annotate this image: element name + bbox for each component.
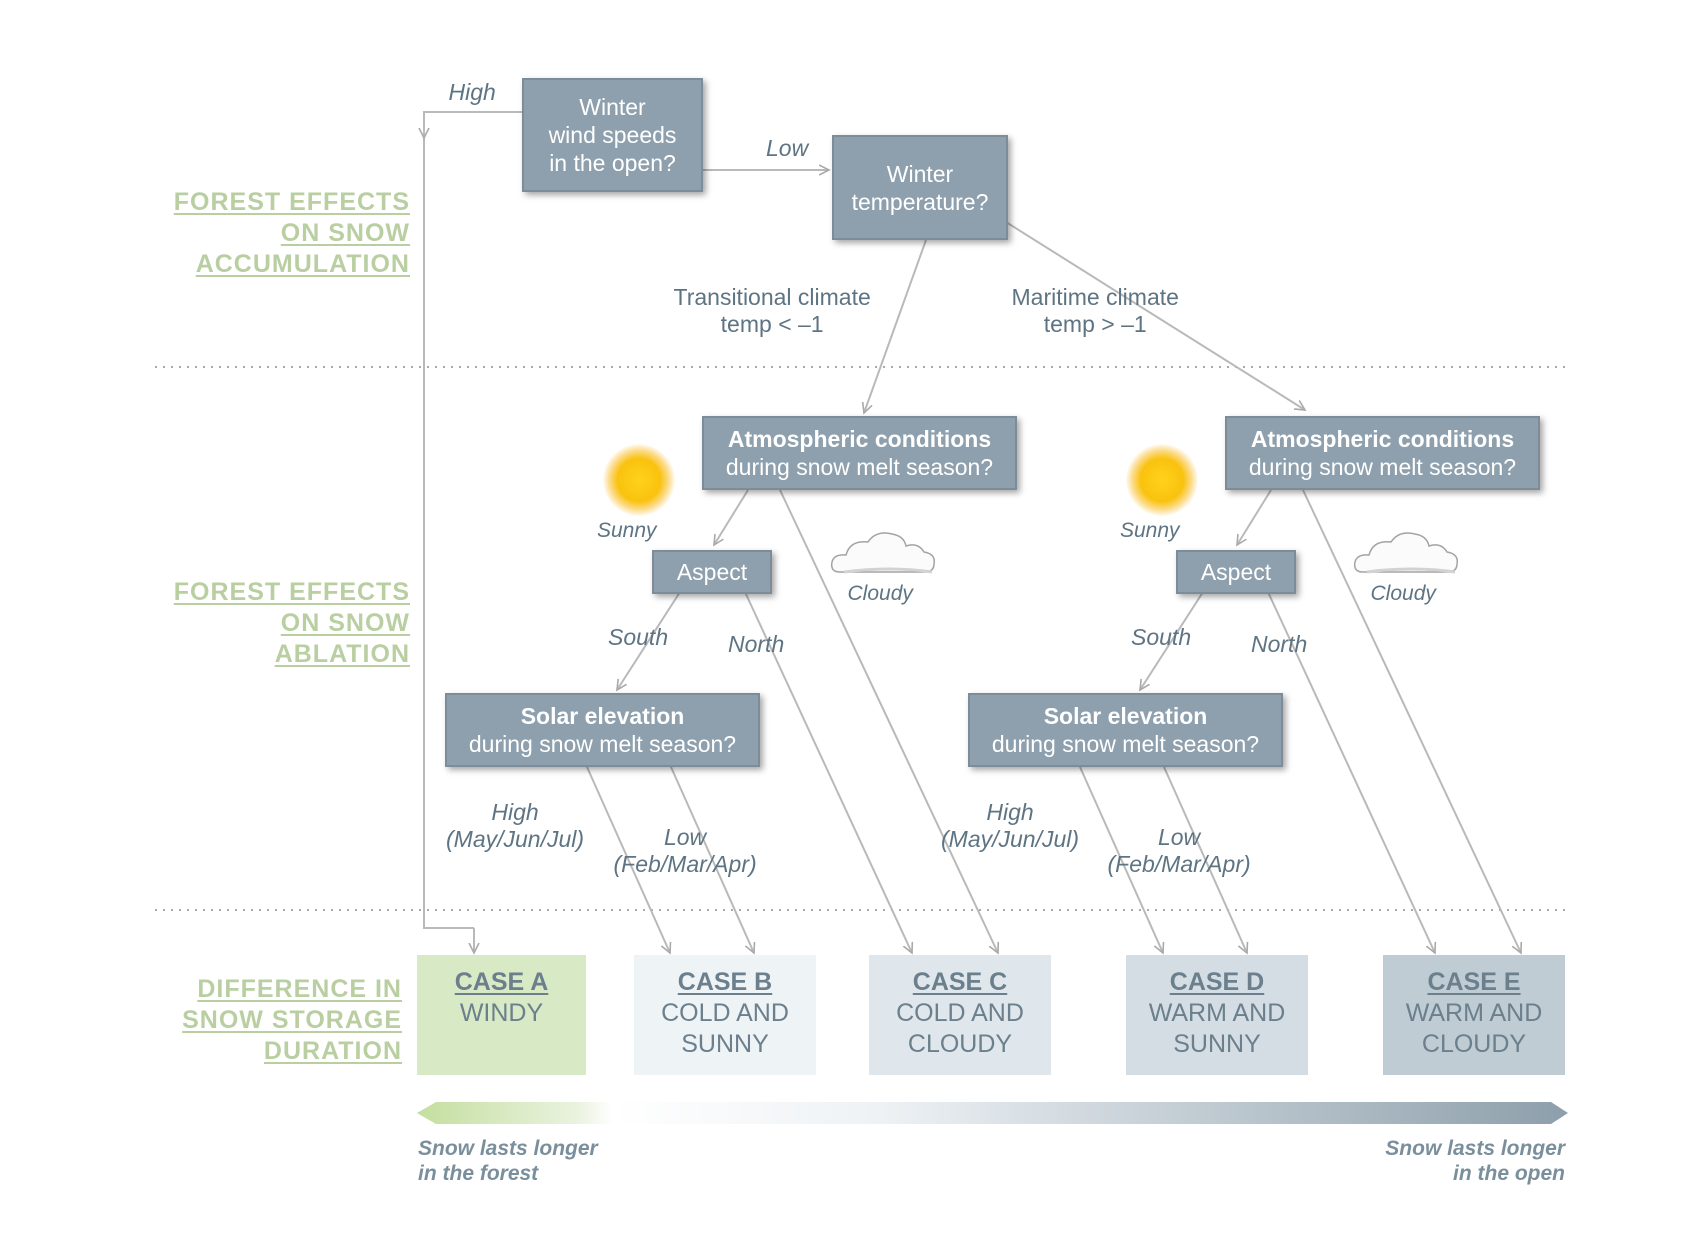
arrow-transitional: [864, 239, 927, 413]
arrow-north-right: [1267, 591, 1435, 953]
label-cloudy-right: Cloudy: [1370, 582, 1436, 605]
node-aspect-right: Aspect: [1176, 550, 1296, 594]
case-b-title: CASE B: [677, 968, 773, 996]
cloud-icon-left: [830, 532, 936, 574]
sun-icon-right: [1126, 444, 1198, 516]
label-cloudy-left: Cloudy: [847, 582, 913, 605]
label-wind-low: Low: [766, 135, 809, 161]
case-e-title: CASE E: [1427, 968, 1521, 996]
label-solar-low-right: Low(Feb/Mar/Apr): [1107, 824, 1251, 877]
sun-icon-left: [603, 444, 675, 516]
arrow-cloudy-right: [1302, 489, 1521, 953]
cloud-icon-right: [1353, 532, 1459, 574]
case-d-title: CASE D: [1169, 968, 1265, 996]
gradient-scale-arrow: [417, 1102, 1568, 1124]
label-wind-high: High: [448, 79, 496, 105]
label-solar-high-right: High(May/Jun/Jul): [941, 799, 1080, 852]
label-north-right: North: [1251, 631, 1308, 657]
arrow-cloudy-left: [779, 489, 998, 953]
label-south-right: South: [1131, 624, 1192, 650]
arrow-south-left: [617, 591, 681, 690]
label-south-left: South: [608, 624, 669, 650]
arrow-north-left: [744, 591, 912, 953]
arrow-solar-low-right: [1163, 766, 1247, 953]
arrow-windy-to-case-a: [423, 111, 522, 929]
arrow-sunny-right: [1237, 489, 1272, 545]
arrow-maritime: [1005, 221, 1305, 410]
label-sunny-left: Sunny: [597, 519, 657, 542]
arrow-sunny-left: [714, 489, 749, 545]
label-solar-low-left: Low(Feb/Mar/Apr): [613, 824, 757, 877]
arrow-solar-high-left: [586, 766, 670, 953]
label-solar-high-left: High(May/Jun/Jul): [446, 799, 585, 852]
node-aspect-left: Aspect: [652, 550, 772, 594]
arrow-solar-low-left: [670, 766, 754, 953]
arrow-south-right: [1140, 591, 1204, 690]
arrow-solar-high-right: [1079, 766, 1163, 953]
case-a-title: CASE A: [454, 968, 549, 996]
label-sunny-right: Sunny: [1120, 519, 1180, 542]
label-north-left: North: [728, 631, 785, 657]
case-c-title: CASE C: [912, 968, 1008, 996]
case-a-box: CASE A WINDY: [417, 955, 586, 1075]
